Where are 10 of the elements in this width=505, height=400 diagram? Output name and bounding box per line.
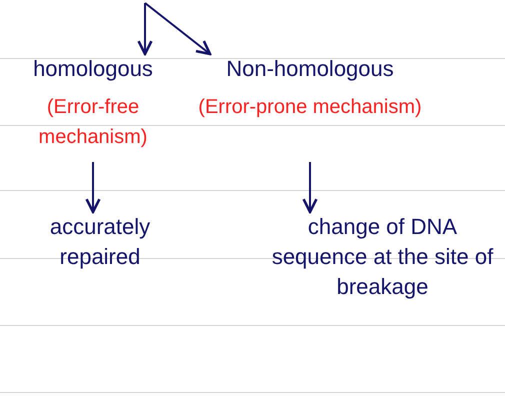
arrow bbox=[302, 162, 318, 214]
node-text: change of DNA sequence at the site of breakage bbox=[270, 213, 494, 301]
note-text: (Error-prone mechanism) bbox=[197, 95, 423, 120]
node-text: homologous bbox=[33, 55, 153, 83]
arrow bbox=[137, 3, 153, 56]
arrow bbox=[85, 162, 101, 214]
note-text: (Error-free mechanism) bbox=[38, 95, 148, 150]
node-text: Non-homologous bbox=[226, 55, 394, 83]
arrow bbox=[144, 2, 212, 56]
node-text: accurately repaired bbox=[48, 213, 152, 271]
